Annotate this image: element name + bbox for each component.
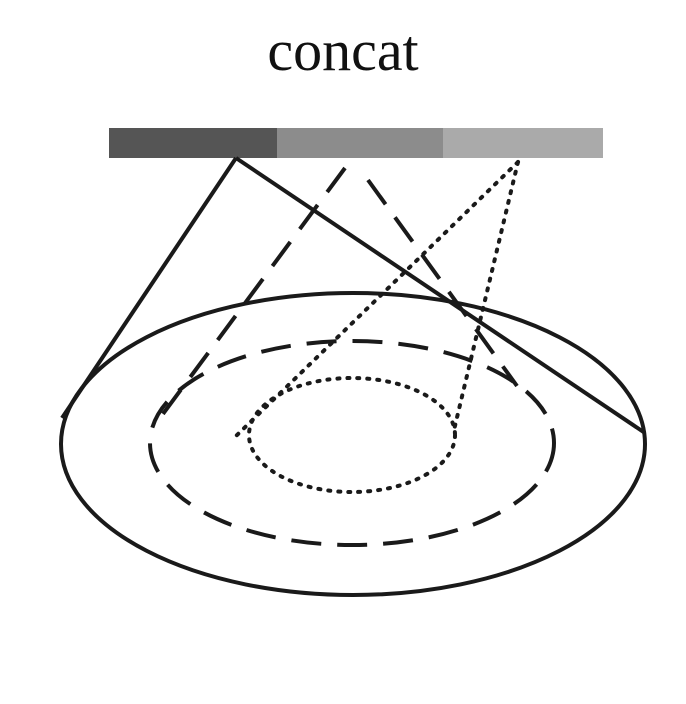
feature-segment-2 — [277, 128, 443, 158]
diagram-title: concat — [267, 18, 419, 83]
dashed-cone-line-left — [158, 166, 347, 420]
dashed-ellipse — [148, 339, 556, 547]
feature-segment-3 — [443, 128, 603, 158]
dotted-cone-line-right — [452, 160, 520, 432]
solid-receptive-field — [59, 156, 647, 597]
dotted-ellipse — [247, 376, 457, 494]
dashed-cone-line-right — [366, 178, 519, 388]
solid-cone-line-right — [234, 156, 647, 435]
solid-cone-line-left — [60, 156, 238, 420]
dotted-receptive-field — [234, 160, 520, 494]
solid-ellipse — [59, 291, 647, 597]
dashed-receptive-field — [148, 166, 556, 547]
concat-feature-bar — [109, 128, 603, 158]
feature-segment-1 — [109, 128, 277, 158]
